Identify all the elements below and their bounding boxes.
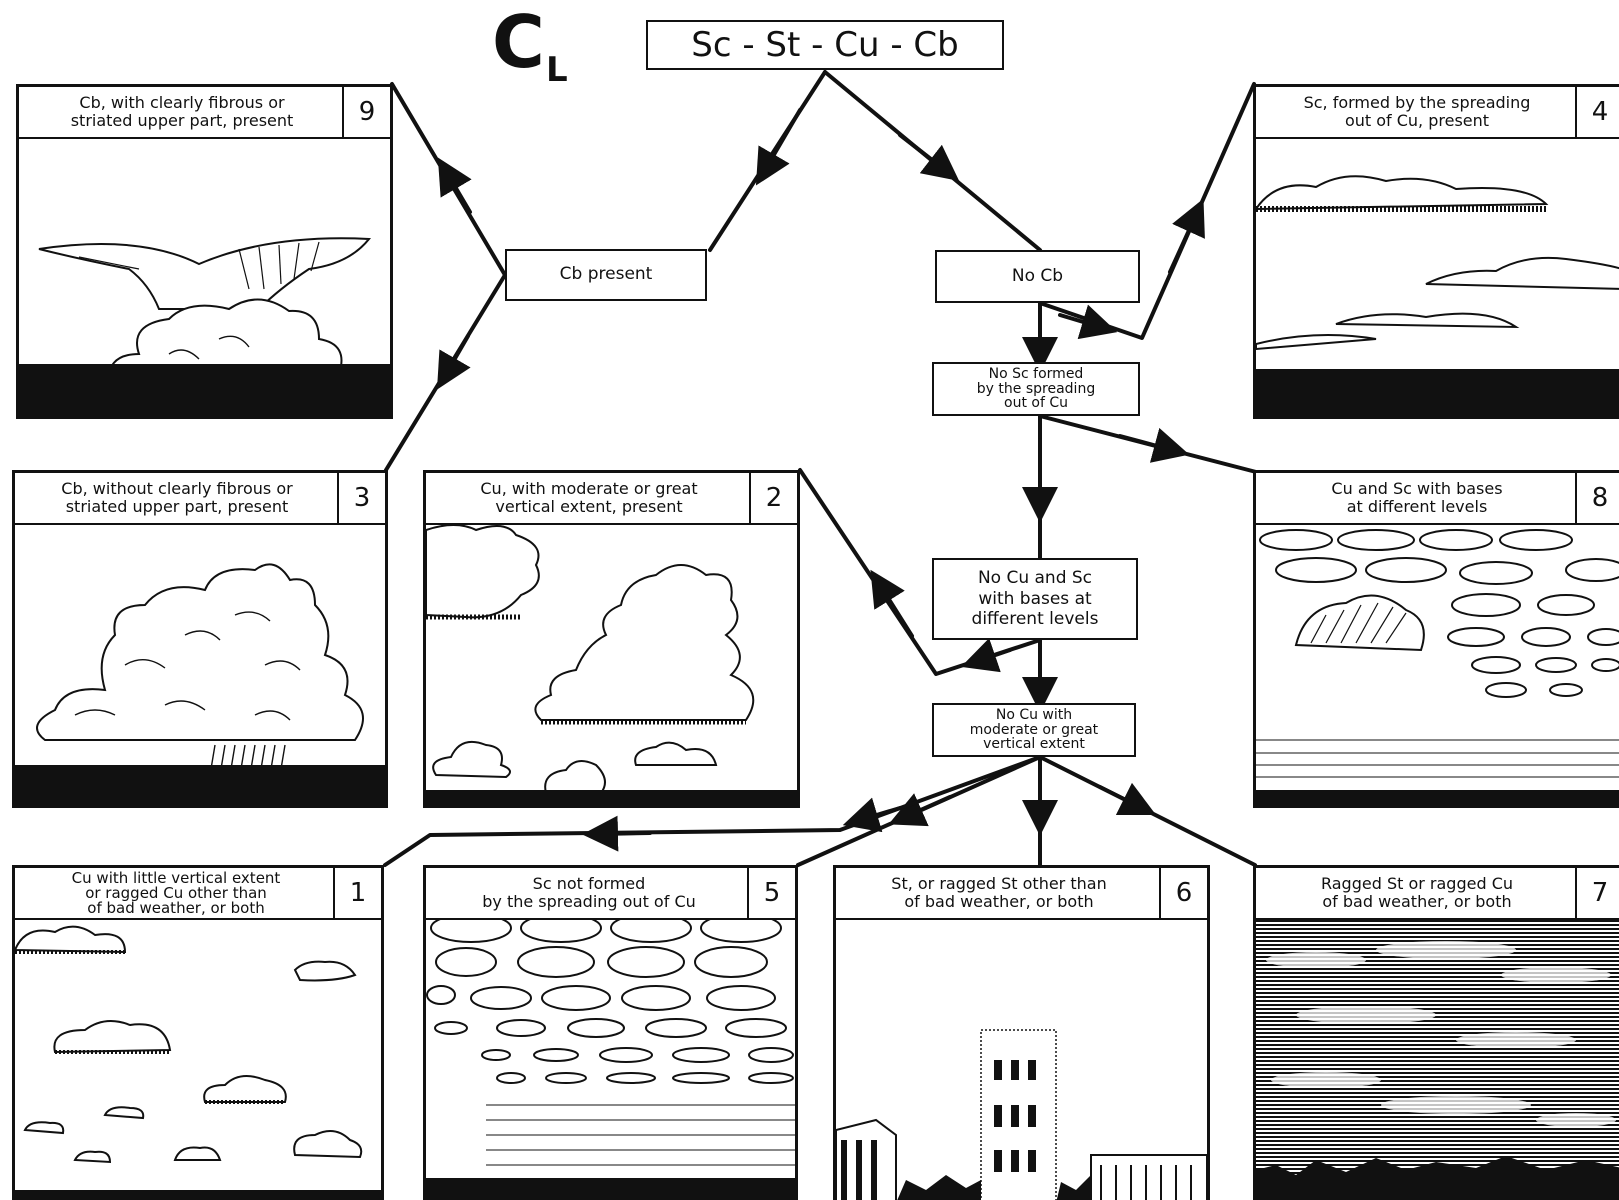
fractus-bad-weather-illustration bbox=[1256, 920, 1619, 1200]
panel-number: 6 bbox=[1159, 868, 1207, 920]
panel-5: Sc not formed by the spreading out of Cu… bbox=[423, 865, 798, 1200]
panel-caption: Ragged St or ragged Cu of bad weather, o… bbox=[1256, 868, 1578, 920]
cumulus-humilis-illustration bbox=[15, 925, 381, 1200]
panel-number: 7 bbox=[1575, 868, 1619, 920]
panel-number: 9 bbox=[342, 87, 390, 139]
node-no-cb: No Cb bbox=[935, 250, 1140, 303]
panel-number: 2 bbox=[749, 473, 797, 525]
panel-caption: Cb, with clearly fibrous or striated upp… bbox=[19, 87, 345, 139]
panel-number: 5 bbox=[747, 868, 795, 920]
panel-number: 8 bbox=[1575, 473, 1619, 525]
panel-9: Cb, with clearly fibrous or striated upp… bbox=[16, 84, 393, 419]
node-no-sc-spreading: No Sc formed by the spreading out of Cu bbox=[932, 362, 1140, 416]
stratocumulus-illustration bbox=[426, 920, 795, 1200]
panel-caption: Sc not formed by the spreading out of Cu bbox=[426, 868, 752, 920]
panel-caption: Cu, with moderate or great vertical exte… bbox=[426, 473, 752, 525]
node-cb-present: Cb present bbox=[505, 249, 707, 301]
node-no-cu-sc-levels: No Cu and Sc with bases at different lev… bbox=[932, 558, 1138, 640]
panel-number: 1 bbox=[333, 868, 381, 920]
cloud-genera-header: Sc - St - Cu - Cb bbox=[646, 20, 1004, 70]
panel-7: Ragged St or ragged Cu of bad weather, o… bbox=[1253, 865, 1619, 1200]
stratocumulus-cumulogenitus-illustration bbox=[1256, 175, 1619, 416]
panel-3: Cb, without clearly fibrous or striated … bbox=[12, 470, 388, 808]
cl-subscript: L bbox=[546, 50, 568, 90]
connector-7 bbox=[1038, 755, 1257, 867]
cumulonimbus-incus-illustration bbox=[19, 237, 390, 416]
cl-symbol: C bbox=[492, 0, 545, 84]
cumulonimbus-calvus-illustration bbox=[15, 563, 385, 805]
panel-number: 4 bbox=[1575, 87, 1619, 139]
panel-6: St, or ragged St other than of bad weath… bbox=[833, 865, 1210, 1200]
panel-caption: Cu and Sc with bases at different levels bbox=[1256, 473, 1578, 525]
cumulus-congestus-illustration bbox=[426, 525, 797, 805]
panel-2: Cu, with moderate or great vertical exte… bbox=[423, 470, 800, 808]
connector-nocb-4 bbox=[1038, 82, 1256, 340]
panel-caption: St, or ragged St other than of bad weath… bbox=[836, 868, 1162, 920]
panel-4: Sc, formed by the spreading out of Cu, p… bbox=[1253, 84, 1619, 419]
stratus-fog-tower-illustration bbox=[836, 1029, 1207, 1200]
cumulus-and-stratocumulus-illustration bbox=[1256, 529, 1619, 805]
panel-caption: Cu with little vertical extent or ragged… bbox=[15, 868, 337, 920]
panel-8: Cu and Sc with bases at different levels… bbox=[1253, 470, 1619, 808]
panel-caption: Sc, formed by the spreading out of Cu, p… bbox=[1256, 87, 1578, 139]
node-no-cu-vertical: No Cu with moderate or great vertical ex… bbox=[932, 703, 1136, 757]
panel-number: 3 bbox=[337, 473, 385, 525]
panel-caption: Cb, without clearly fibrous or striated … bbox=[15, 473, 339, 525]
connector-cb-9 bbox=[390, 82, 507, 277]
panel-1: Cu with little vertical extent or ragged… bbox=[12, 865, 384, 1200]
connector-header-cb bbox=[708, 70, 827, 252]
